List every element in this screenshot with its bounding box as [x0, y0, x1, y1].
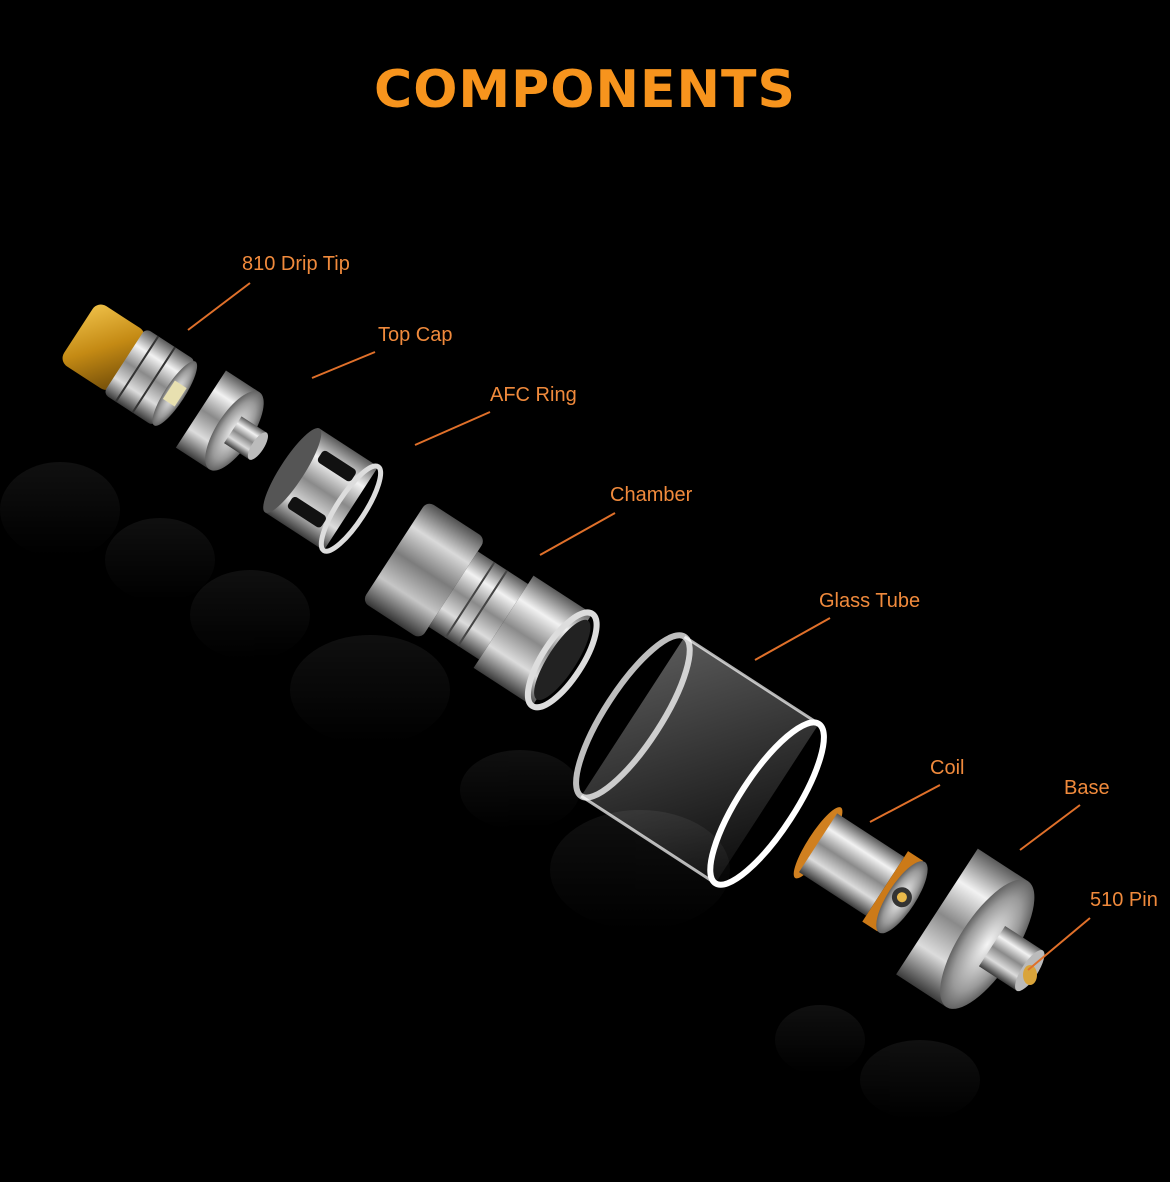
- label-510-pin: 510 Pin: [1090, 889, 1158, 911]
- pin-510-part: [1023, 965, 1037, 985]
- label-chamber: Chamber: [610, 484, 693, 506]
- label-glass-tube: Glass Tube: [819, 590, 921, 612]
- coil-part: [793, 807, 928, 934]
- page-title: COMPONENTS: [374, 60, 796, 120]
- label-base: Base: [1064, 777, 1110, 799]
- leader-lines: [187, 282, 1091, 971]
- label-coil: Coil: [930, 757, 965, 779]
- glass-tube-part: [573, 632, 827, 888]
- label-drip-tip: 810 Drip Tip: [242, 253, 350, 275]
- label-afc-ring: AFC Ring: [490, 384, 577, 406]
- top-cap-part: [175, 370, 269, 471]
- drip-tip-part: [62, 304, 198, 426]
- label-top-cap: Top Cap: [378, 324, 453, 346]
- chamber-part: [364, 503, 600, 711]
- floor-reflection: [0, 462, 980, 1120]
- afc-ring-part: [263, 428, 384, 554]
